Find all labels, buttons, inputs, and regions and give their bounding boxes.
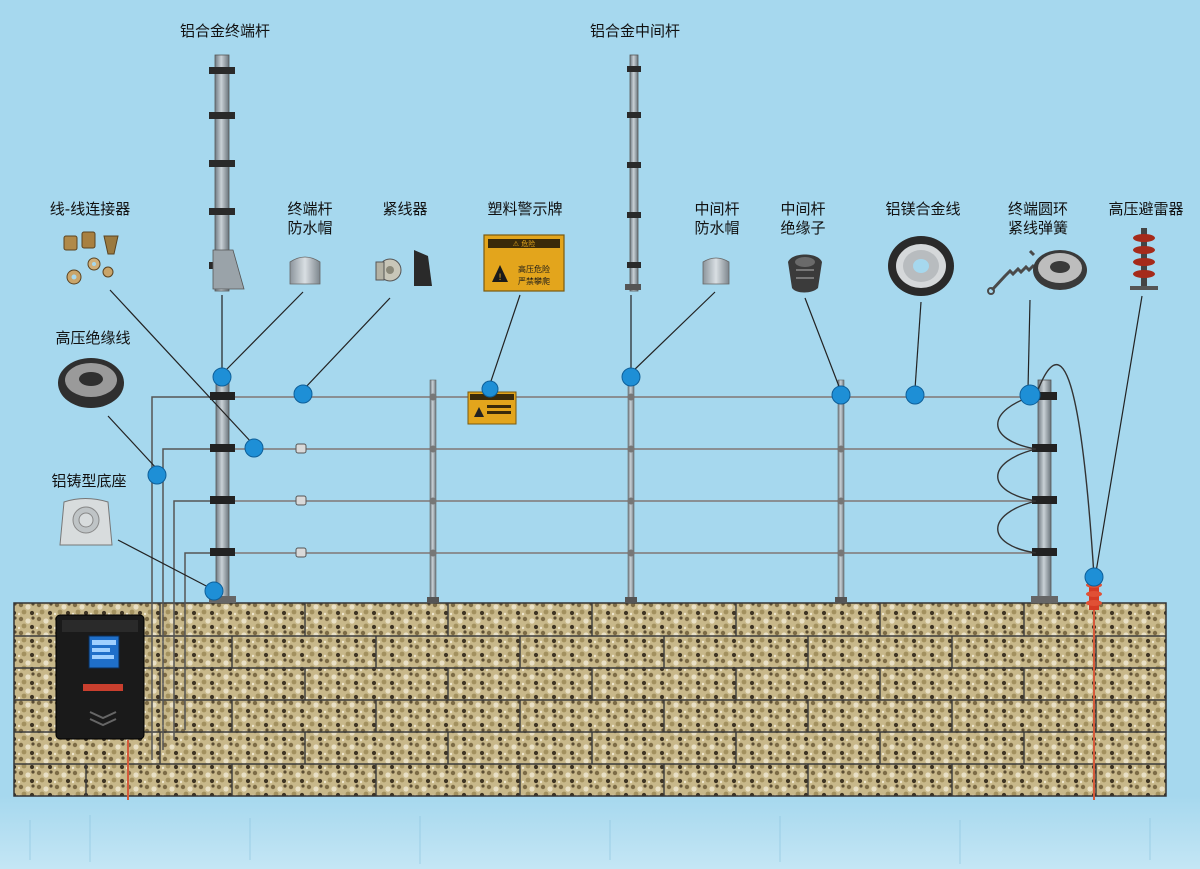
leader-lines [107, 289, 1143, 590]
sign-line-1: 高压危险 [518, 264, 550, 274]
marker-mid-cap [621, 367, 641, 387]
marker-connector [244, 438, 264, 458]
spring-ring-illustration [987, 249, 1087, 295]
fence-mid-pole-2 [625, 379, 637, 604]
insulator-illustration [788, 254, 822, 293]
label-end-cap-line-1: 终端杆 [287, 200, 333, 218]
label-end-pole: 铝合金终端杆 [179, 22, 270, 40]
fence-mid-pole-3 [835, 379, 847, 604]
tensioner-illustration [375, 250, 432, 286]
end-pole-illustration [209, 54, 245, 292]
label-ring-spring: 终端圆环 紧线弹簧 [988, 200, 1088, 238]
marker-insulator [831, 385, 851, 405]
label-mid-cap: 中间杆 防水帽 [672, 200, 762, 238]
svg-text:!: ! [498, 273, 502, 283]
lead-wires [151, 396, 222, 760]
label-alloy-wire: 铝镁合金线 [885, 200, 961, 218]
marker-cable [147, 465, 167, 485]
controller-box [55, 614, 145, 740]
marker-spring [1019, 384, 1041, 406]
label-arrester: 高压避雷器 [1108, 200, 1184, 218]
label-hv-cable: 高压绝缘线 [55, 329, 131, 347]
label-end-cap-line-2: 防水帽 [287, 219, 333, 237]
label-mid-insulator: 中间杆 绝缘子 [758, 200, 848, 238]
label-mid-insulator-line-1: 中间杆 [780, 200, 826, 218]
label-cast-base: 铝铸型底座 [51, 472, 127, 490]
label-wire-connector: 线-线连接器 [49, 200, 131, 218]
fence-end-pole-left [209, 381, 236, 604]
warning-sign-illustration: ! ⚠ 危险 高压危险 严禁攀爬 [483, 234, 565, 292]
wire-spool-illustration [888, 236, 954, 296]
sign-header: ⚠ 危险 [513, 239, 536, 248]
cast-base-illustration [59, 498, 113, 546]
label-mid-cap-line-1: 中间杆 [694, 200, 740, 218]
label-mid-insulator-line-2: 绝缘子 [780, 219, 826, 237]
marker-alloy-wire [905, 385, 925, 405]
mid-pole-illustration [625, 54, 641, 292]
arrester-illustration [1130, 228, 1158, 290]
label-mid-cap-line-2: 防水帽 [694, 219, 740, 237]
ground-area [0, 796, 1200, 869]
marker-end-cap [212, 367, 232, 387]
fence-end-pole-right [1031, 379, 1058, 604]
label-ring-spring-line-2: 紧线弹簧 [1007, 219, 1068, 237]
marker-sign [481, 380, 499, 398]
label-end-cap: 终端杆 防水帽 [265, 200, 355, 238]
fence-mid-pole-1 [427, 379, 439, 604]
sign-line-2: 严禁攀爬 [518, 276, 550, 286]
callout-markers [147, 367, 1104, 601]
wire-tensioners [295, 443, 307, 558]
marker-tensioner [293, 384, 313, 404]
wire-connector-illustration [63, 231, 119, 285]
marker-arrester [1084, 567, 1104, 587]
end-cap-illustration [289, 256, 321, 285]
label-mid-pole: 铝合金中间杆 [589, 22, 680, 40]
label-ring-spring-line-1: 终端圆环 [1007, 200, 1068, 218]
marker-base [204, 581, 224, 601]
mid-cap-illustration [702, 257, 730, 285]
label-tensioner: 紧线器 [382, 200, 428, 218]
cable-coil-illustration [58, 358, 124, 408]
stone-wall [13, 602, 1167, 797]
label-warning-sign: 塑料警示牌 [487, 200, 563, 218]
